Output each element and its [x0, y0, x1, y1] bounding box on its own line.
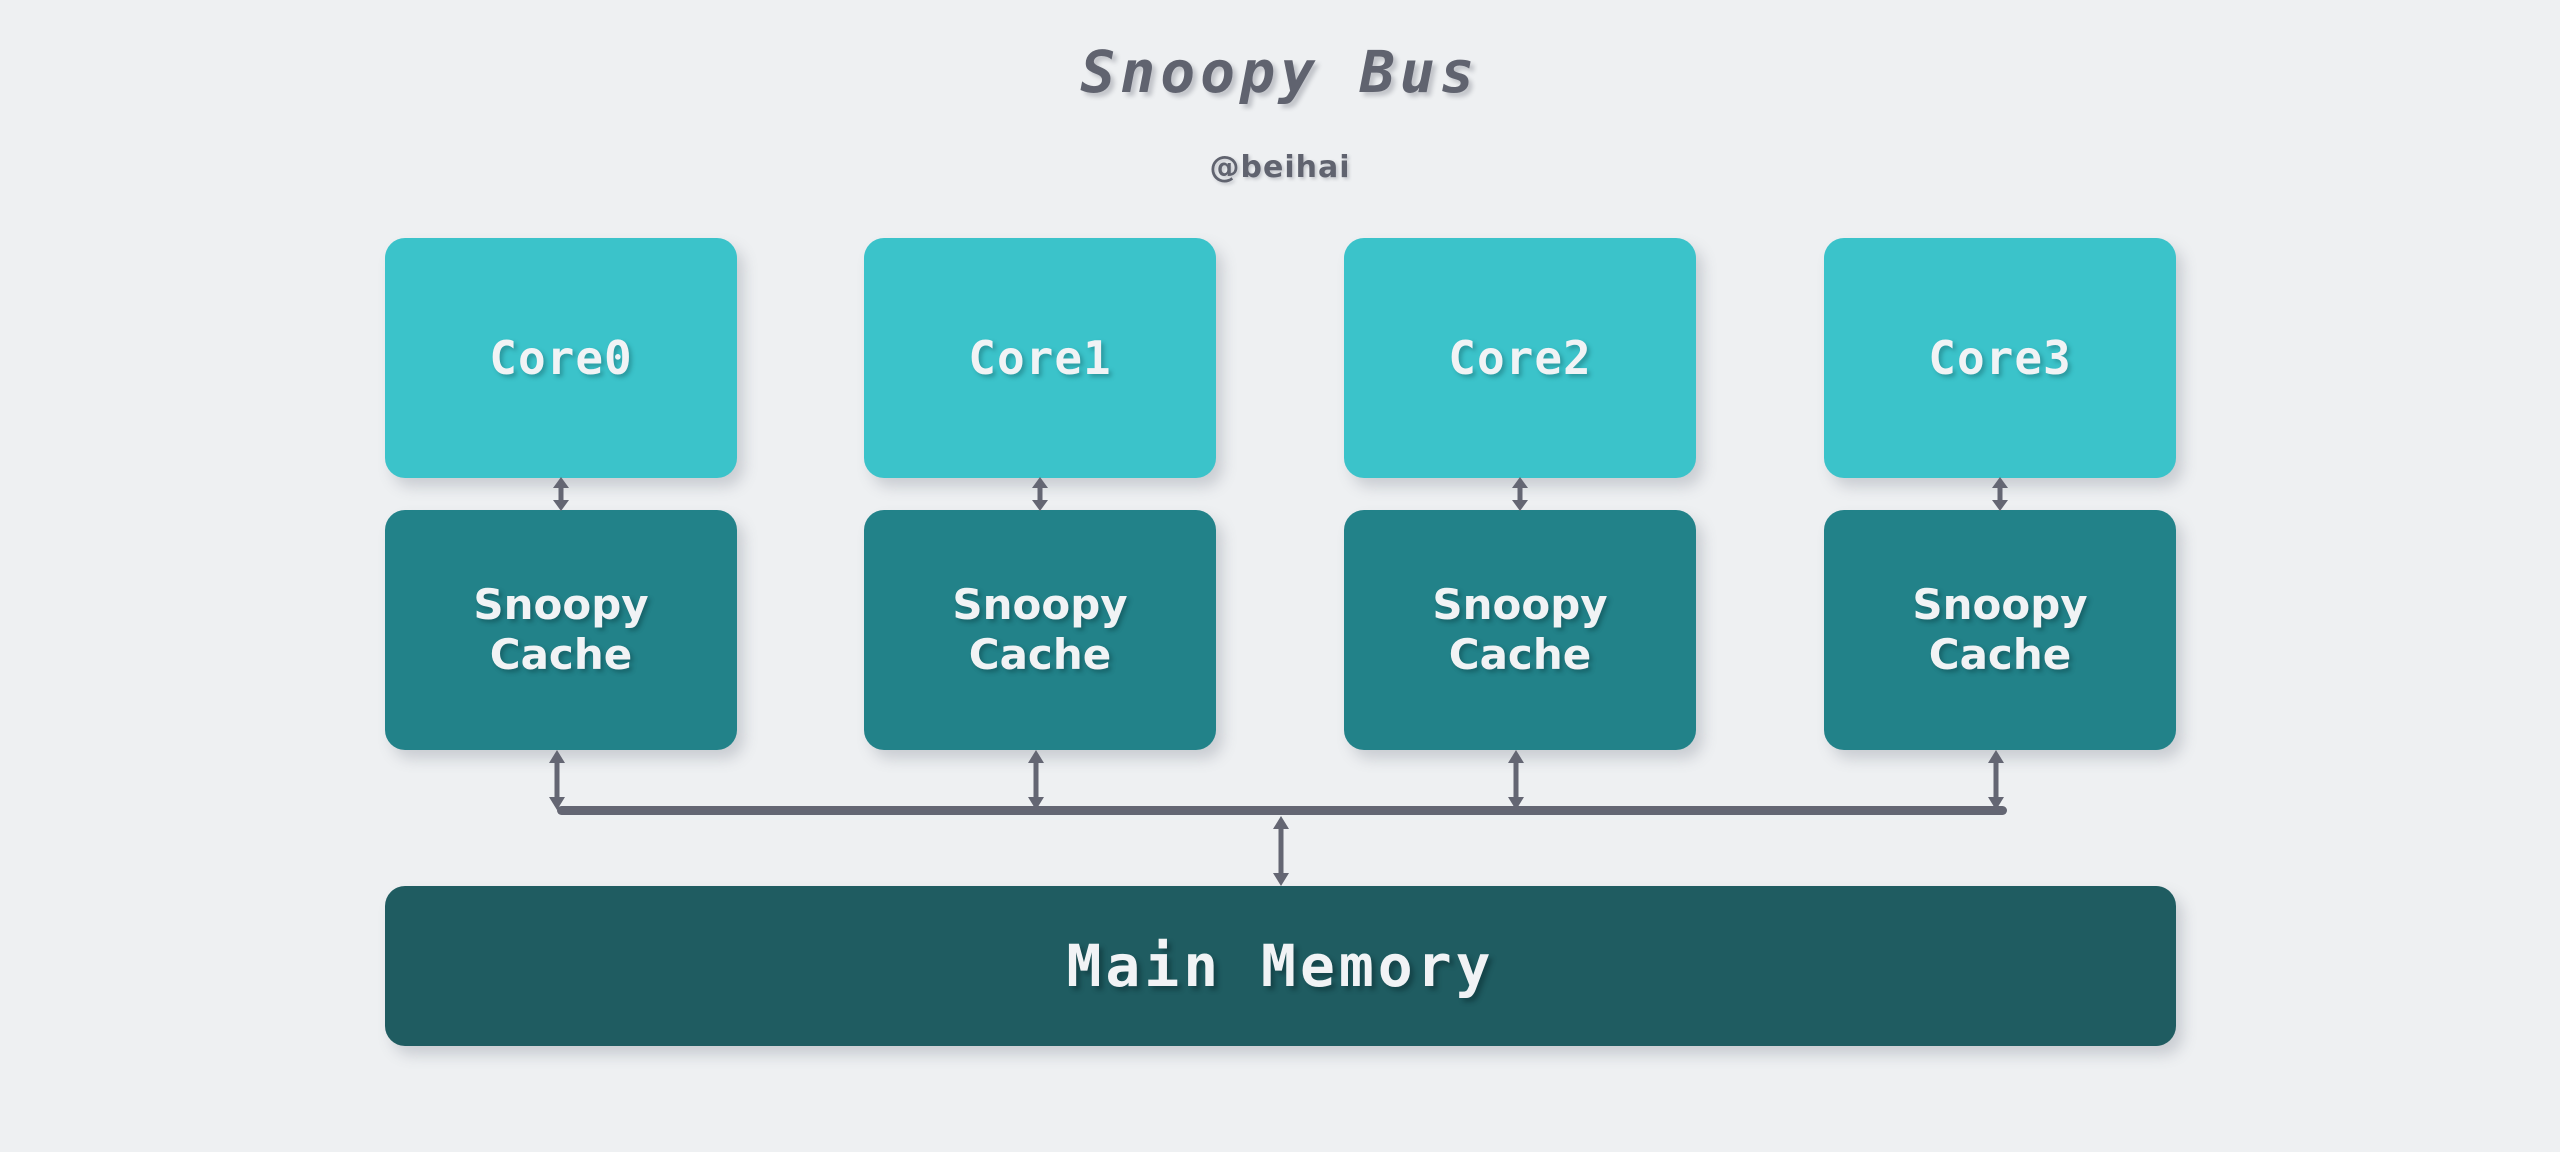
snoopy-bus-line: [557, 806, 2007, 815]
snoopy-cache-box-2[interactable]: Snoopy Cache: [1344, 510, 1696, 750]
core-label: Core0: [489, 331, 633, 385]
cache-label: Snoopy Cache: [952, 580, 1128, 679]
core-label: Core3: [1928, 331, 2072, 385]
cache-label: Snoopy Cache: [1432, 580, 1608, 679]
cache-bus-arrow-1: [1028, 750, 1044, 810]
bus-memory-arrow: [1273, 816, 1289, 886]
cache-bus-arrow-2: [1508, 750, 1524, 810]
core-label: Core1: [968, 331, 1112, 385]
cache-bus-arrow-3: [1988, 750, 2004, 810]
snoopy-cache-box-3[interactable]: Snoopy Cache: [1824, 510, 2176, 750]
cache-label: Snoopy Cache: [473, 580, 649, 679]
cache-label: Snoopy Cache: [1912, 580, 2088, 679]
core-box-3[interactable]: Core3: [1824, 238, 2176, 478]
core-box-2[interactable]: Core2: [1344, 238, 1696, 478]
core-cache-arrow-1: [1032, 477, 1048, 511]
core-cache-arrow-3: [1992, 477, 2008, 511]
main-memory-box[interactable]: Main Memory: [385, 886, 2176, 1046]
core-cache-arrow-2: [1512, 477, 1528, 511]
snoopy-cache-box-1[interactable]: Snoopy Cache: [864, 510, 1216, 750]
core-label: Core2: [1448, 331, 1592, 385]
core-box-1[interactable]: Core1: [864, 238, 1216, 478]
main-memory-label: Main Memory: [1066, 932, 1495, 1000]
core-cache-arrow-0: [553, 477, 569, 511]
page-title: Snoopy Bus: [1080, 38, 1480, 106]
snoopy-cache-box-0[interactable]: Snoopy Cache: [385, 510, 737, 750]
core-box-0[interactable]: Core0: [385, 238, 737, 478]
cache-bus-arrow-0: [549, 750, 565, 810]
author-handle: @beihai: [1209, 150, 1351, 185]
